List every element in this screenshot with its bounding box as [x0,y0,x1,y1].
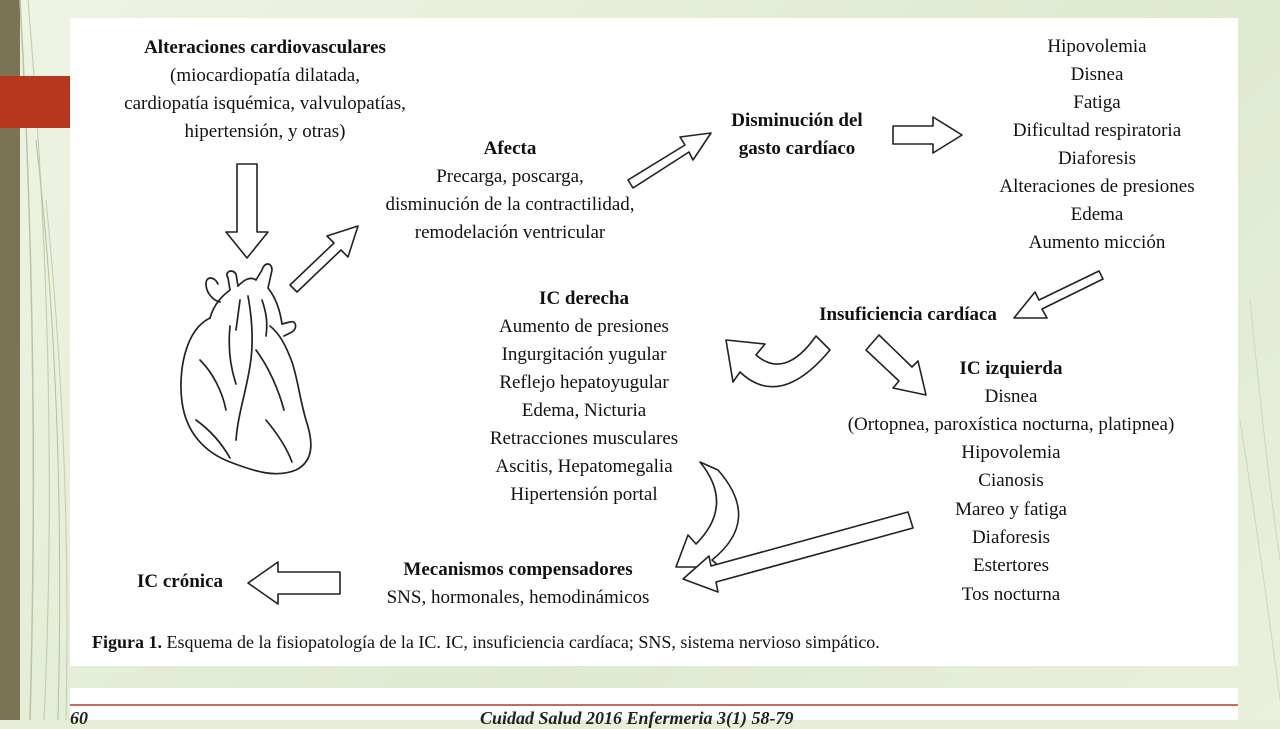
alteraciones-line: cardiopatía isquémica, valvulopatías, [124,93,406,114]
alteraciones-line: (miocardiopatía dilatada, [170,65,360,86]
left-decorative-band [0,0,20,720]
disminucion-line: Disminución del [731,110,863,131]
ic-derecha-title: IC derecha [539,288,629,309]
ic-izquierda-item: Hipovolemia [961,442,1061,463]
figure-caption: Figura 1. Esquema de la fisiopatología d… [92,632,880,653]
symptom-item: Fatiga [1073,92,1121,113]
symptom-item: Dificultad respiratoria [1012,120,1182,141]
ic-derecha-item: Reflejo hepatoyugular [499,372,669,393]
afecta-line: disminución de la contractilidad, [385,194,635,215]
arrow-up-right-icon [627,132,712,189]
symptom-item: Disnea [1070,64,1124,85]
ic-derecha-item: Ingurgitación yugular [501,344,667,365]
arrow-up-right-icon [289,225,359,293]
ic-izquierda-item: Mareo y fatiga [955,499,1067,520]
insuficiencia-label: Insuficiencia cardíaca [819,304,997,325]
ic-izquierda-item: Cianosis [978,470,1044,491]
accent-bar [0,76,70,128]
ic-derecha-item: Aumento de presiones [499,316,669,337]
ic-derecha-item: Edema, Nicturia [521,400,647,421]
symptom-item: Edema [1070,204,1124,225]
mecanismos-subtitle: SNS, hormonales, hemodinámicos [386,587,650,608]
arrow-down-left-icon [1013,270,1104,319]
ic-izquierda-item: Tos nocturna [961,584,1061,605]
caption-text: Esquema de la fisiopatología de la IC. I… [162,632,880,652]
disminucion-line: gasto cardíaco [738,138,856,159]
arrow-right-icon [892,116,963,154]
ic-izquierda-item: Disnea [984,386,1038,407]
ic-derecha-item: Retracciones musculares [489,428,679,449]
alteraciones-title: Alteraciones cardiovasculares [144,37,386,58]
afecta-line: Precarga, poscarga, [436,166,584,187]
footer-rule [70,704,1238,706]
alteraciones-line: hipertensión, y otras) [184,121,346,142]
afecta-line: remodelación ventricular [414,222,606,243]
ic-derecha-item: Ascitis, Hepatomegalia [495,456,673,477]
curved-arrow-icon [725,335,831,388]
arrow-left-icon [247,561,341,605]
symptom-item: Alteraciones de presiones [999,176,1195,197]
curved-arrow-icon [675,461,740,568]
ic-izquierda-item: Estertores [973,555,1049,576]
symptom-item: Hipovolemia [1047,36,1147,57]
arrow-down-right-icon [865,334,927,396]
ic-cronica-label: IC crónica [136,571,224,592]
ic-izquierda-item: Diaforesis [971,527,1051,548]
afecta-title: Afecta [483,138,537,159]
heart-icon [180,263,312,475]
ic-derecha-item: Hipertensión portal [510,484,658,505]
figure-panel [70,18,1238,666]
journal-footer: 60 Cuidad Salud 2016 Enfermeria 3(1) 58-… [70,688,1238,728]
symptom-item: Diaforesis [1057,148,1137,169]
caption-label: Figura 1. [92,632,162,652]
symptom-item: Aumento micción [1028,232,1166,253]
mecanismos-title: Mecanismos compensadores [403,559,633,580]
arrow-down-icon [225,163,269,259]
ic-izquierda-item: (Ortopnea, paroxística nocturna, platipn… [847,414,1175,435]
ic-izquierda-title: IC izquierda [959,358,1063,379]
arrow-left-icon [682,511,914,593]
